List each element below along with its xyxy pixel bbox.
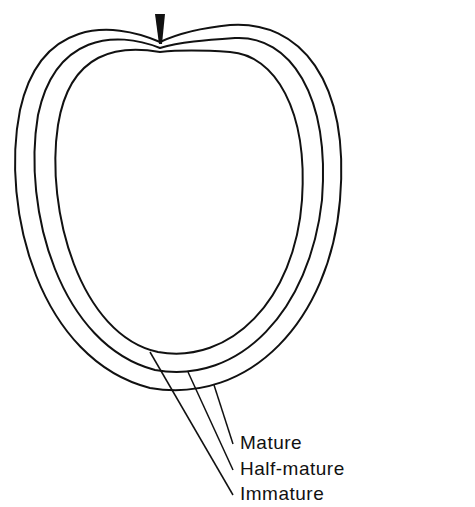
- half-mature-outline: [34, 38, 323, 372]
- stage-label: Immature: [240, 484, 324, 505]
- immature-outline: [55, 50, 302, 354]
- leader-line: [150, 352, 233, 495]
- stem: [155, 14, 165, 44]
- stage-label: Half-mature: [240, 459, 345, 480]
- mature-outline: [15, 25, 341, 390]
- stage-label: Mature: [240, 433, 302, 454]
